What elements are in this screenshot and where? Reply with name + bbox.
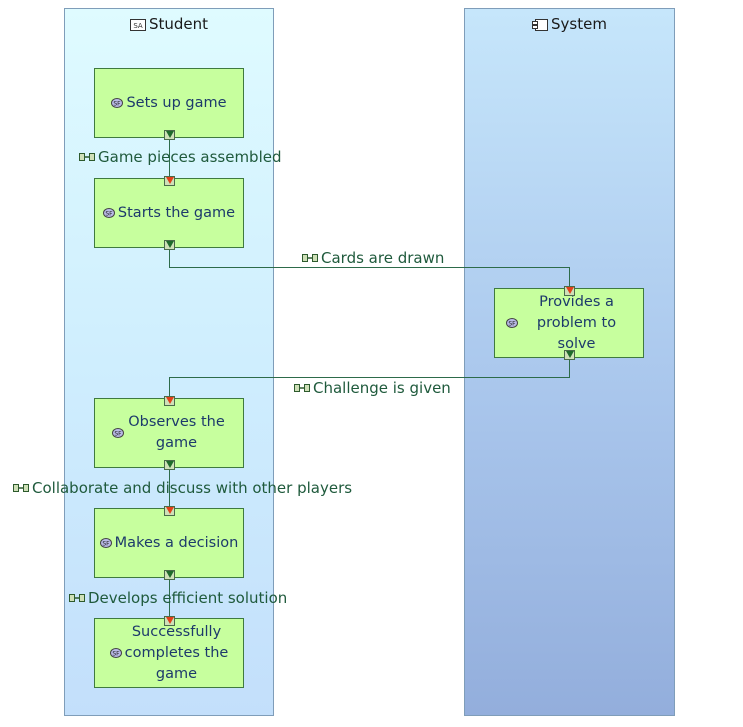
output-port-icon	[565, 351, 574, 358]
function-icon: SF	[111, 428, 124, 438]
function-provides-problem[interactable]: SF Provides a problem to solve	[494, 288, 644, 358]
exchange-develops-solution[interactable]: Develops efficient solution	[69, 589, 287, 607]
function-label: Makes a decision	[114, 534, 239, 551]
input-port-icon	[165, 397, 174, 404]
exchange-label: Cards are drawn	[321, 249, 445, 267]
output-port-icon	[165, 241, 174, 248]
exchange-pieces-assembled[interactable]: Game pieces assembled	[79, 148, 282, 166]
function-starts-game[interactable]: SF Starts the game	[94, 178, 244, 248]
svg-text:SA: SA	[133, 22, 143, 30]
function-label: Successfully completes the game	[124, 623, 229, 682]
exchange-icon	[69, 594, 85, 602]
wire-cards-drawn	[169, 250, 570, 288]
exchange-icon	[294, 384, 310, 392]
output-port-icon	[165, 131, 174, 138]
input-port-icon	[565, 287, 574, 294]
function-icon: SF	[99, 538, 112, 548]
function-icon: SF	[102, 208, 115, 218]
output-port-icon	[165, 461, 174, 468]
exchange-collaborate[interactable]: Collaborate and discuss with other playe…	[13, 479, 352, 497]
function-label: Provides a problem to solve	[536, 293, 617, 352]
function-label: Sets up game	[126, 94, 227, 111]
function-label: Starts the game	[117, 204, 236, 221]
exchange-label: Challenge is given	[313, 379, 451, 397]
function-label: Observes the game	[128, 414, 225, 451]
svg-text:SF: SF	[112, 651, 120, 658]
input-port-icon	[165, 177, 174, 184]
exchange-icon	[13, 484, 29, 492]
system-component-icon	[532, 19, 549, 31]
actor-icon: SA	[129, 19, 146, 31]
input-port-icon	[165, 617, 174, 624]
function-sets-up-game[interactable]: SF Sets up game	[94, 68, 244, 138]
function-observes-game[interactable]: SF Observes the game	[94, 398, 244, 468]
function-icon: SF	[505, 318, 518, 328]
student-lane-title: Student	[148, 15, 209, 33]
svg-text:SF: SF	[114, 431, 122, 438]
function-makes-decision[interactable]: SF Makes a decision	[94, 508, 244, 578]
output-port-icon	[165, 571, 174, 578]
svg-text:SF: SF	[114, 101, 122, 108]
exchange-icon	[79, 153, 95, 161]
exchange-label: Game pieces assembled	[98, 148, 282, 166]
svg-text:SF: SF	[105, 211, 113, 218]
function-icon: SF	[111, 98, 124, 108]
exchange-label: Develops efficient solution	[88, 589, 288, 607]
function-completes-game[interactable]: SF Successfully completes the game	[94, 618, 244, 688]
exchange-label: Collaborate and discuss with other playe…	[32, 479, 353, 497]
wire-challenge-given	[169, 360, 570, 398]
exchange-cards-drawn[interactable]: Cards are drawn	[302, 249, 444, 267]
svg-text:SF: SF	[508, 321, 516, 328]
system-lane-title: System	[551, 15, 607, 33]
exchange-icon	[302, 254, 318, 262]
exchange-challenge-given[interactable]: Challenge is given	[294, 379, 451, 397]
function-icon: SF	[109, 648, 122, 658]
input-port-icon	[165, 507, 174, 514]
svg-text:SF: SF	[102, 541, 110, 548]
